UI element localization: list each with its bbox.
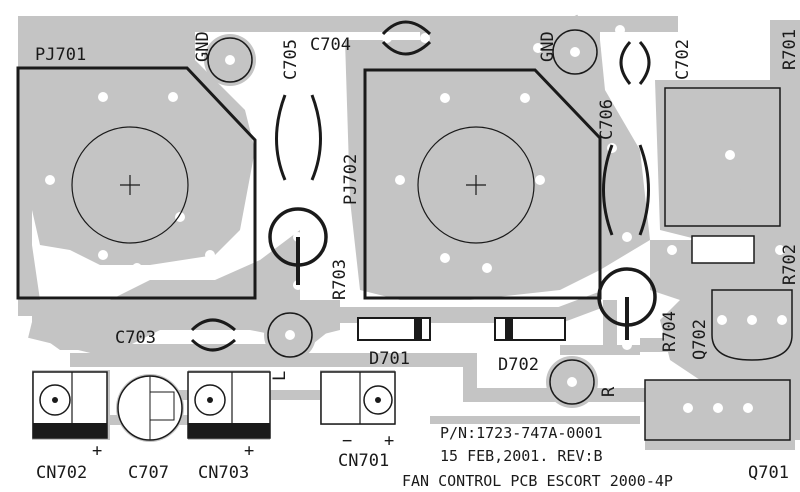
l-pad-label: L: [270, 371, 290, 381]
r702-outline: [691, 235, 755, 264]
gnd-left-pad: [207, 37, 253, 83]
pj702-outline: [363, 68, 602, 300]
cn701-minus: −: [342, 431, 352, 451]
copper-layer: [18, 14, 800, 450]
pj701-outline: [16, 66, 257, 300]
c704-label: C704: [310, 35, 351, 55]
d702-label: D702: [498, 355, 539, 375]
gnd-right-pad: [552, 29, 598, 75]
r-pad: [549, 359, 595, 405]
cn702-plus: +: [92, 441, 102, 461]
c705-label: C705: [281, 39, 301, 80]
gnd-left-label: GND: [193, 31, 213, 62]
q701-label: Q701: [748, 463, 789, 483]
d701-outline: [357, 317, 431, 341]
r701-label: R701: [780, 29, 800, 70]
cn703-label: CN703: [198, 463, 249, 483]
q702-outline: [711, 289, 793, 361]
silkscreen: [16, 20, 793, 441]
c706-outline: [602, 144, 614, 236]
c702-label: C702: [673, 39, 693, 80]
c702-outline: [619, 40, 632, 85]
q702-label: Q702: [690, 319, 710, 360]
pj701-hole: [71, 126, 189, 244]
c705-outline: [275, 94, 287, 181]
pad-centers: [52, 397, 381, 403]
d701-label: D701: [369, 349, 410, 369]
pj702-label: PJ702: [341, 154, 361, 205]
gnd-right-label: GND: [538, 31, 558, 62]
part-number: P/N:1723-747A-0001: [440, 424, 603, 442]
r703-label: R703: [330, 259, 350, 300]
r702-label: R702: [780, 244, 800, 285]
c706-label: C706: [597, 99, 617, 140]
cn701-outline: [320, 371, 396, 425]
c704-outline: [381, 20, 432, 36]
cn701-plus: +: [384, 431, 394, 451]
cn703-plus: +: [244, 441, 254, 461]
l-pad: [267, 312, 313, 358]
pj702-hole: [417, 126, 535, 244]
cn701-label: CN701: [338, 451, 389, 471]
c703-outline: [190, 318, 236, 332]
pj701-label: PJ701: [35, 45, 86, 65]
r-pad-label: R: [599, 386, 619, 397]
board-title: FAN CONTROL PCB ESCORT 2000-4P: [402, 472, 673, 490]
labels: PJ701 PJ702 GND GND C705 C706 C702 C704 …: [35, 29, 800, 490]
c703-label: C703: [115, 328, 156, 348]
date-revision: 15 FEB,2001. REV:B: [440, 447, 603, 465]
q701-outline: [644, 379, 791, 441]
r701-outline: [664, 87, 781, 227]
c707-label: C707: [128, 463, 169, 483]
cn702-label: CN702: [36, 463, 87, 483]
r704-label: R704: [660, 311, 680, 352]
